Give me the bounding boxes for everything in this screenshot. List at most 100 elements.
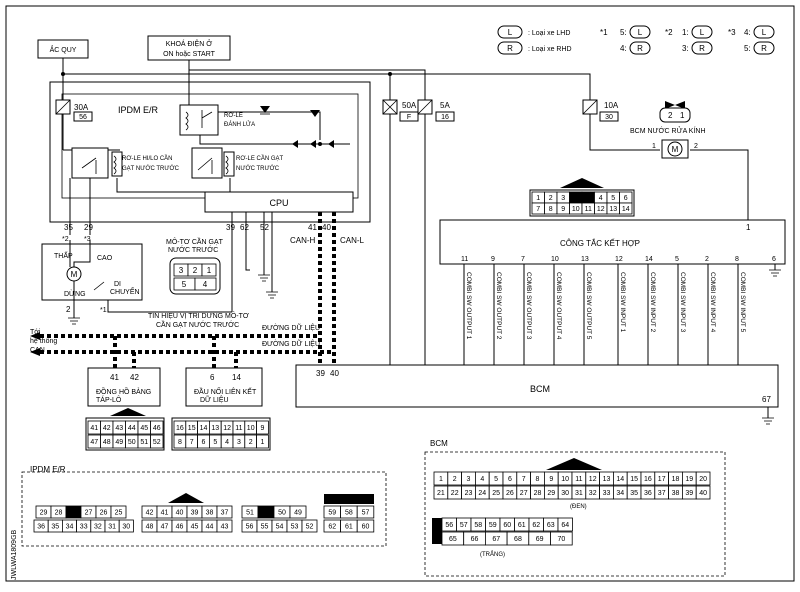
connector-pin-number: 60 (362, 524, 370, 531)
connector-pin-number: 48 (146, 524, 154, 531)
ipdm-connectors-frame (21, 471, 387, 547)
connector-pin-number: 57 (460, 522, 468, 529)
connector-pin-number: 8 (549, 206, 553, 213)
motor-switch-icon (93, 281, 105, 291)
connector-pin-number: 11 (235, 425, 242, 432)
connector-pin-number: 13 (603, 476, 611, 483)
combination-meter-box (87, 367, 161, 407)
connector-pin-number: 25 (492, 490, 500, 497)
connector-pin-number: 17 (658, 476, 666, 483)
conn-cell (194, 277, 217, 291)
connector-key-icon (110, 408, 146, 416)
ipdm-connectors-title: IPDM E/R (30, 465, 66, 474)
connector-pin-number: 58 (345, 510, 353, 517)
combi-signal-label: COMBI SW INPUT 4 (709, 272, 716, 333)
wiper-relay-coil (223, 151, 235, 177)
connector-pin-number: 6 (202, 439, 206, 446)
connector-pin-number: 13 (211, 425, 219, 432)
connector-pin-number: 42 (103, 425, 111, 432)
fuse-mark (55, 99, 71, 115)
diode-icon (310, 110, 320, 117)
combi-top-pin: 9 (491, 256, 495, 263)
fuse-5a-num: 16 (441, 114, 449, 121)
legend-pin: 3: (682, 44, 689, 53)
combi-signal-label: COMBI SW OUTPUT 3 (525, 272, 532, 340)
fuse-10a-num: 30 (605, 114, 613, 121)
bcm-pin-39: 39 (316, 369, 325, 378)
motor-thap: THẤP (54, 250, 73, 260)
connector-pin-number: 56 (246, 524, 254, 531)
ignition-box (147, 35, 231, 61)
connector-cell (256, 420, 269, 435)
ignition-relay-label-1: RƠ-LE (224, 113, 243, 119)
combi-signal-label: COMBI SW INPUT 2 (649, 272, 656, 333)
hilo-relay-label-1: RƠ-LE HI/LO CẦN (122, 155, 173, 162)
motor-conn-label-1: MÔ-TƠ CẦN GẠT (166, 236, 224, 246)
hilo-relay-label-2: GẠT NƯỚC TRƯỚC (122, 165, 180, 172)
washer-conn-pin: 2 (668, 111, 673, 120)
connector-cell (695, 485, 711, 500)
legend-badge (691, 25, 713, 39)
wire (116, 178, 205, 193)
star-2: *2 (62, 236, 69, 243)
connector-pin-number: 7 (190, 439, 194, 446)
ground-icon (762, 417, 774, 425)
connector-pin-number: 59 (489, 522, 497, 529)
connector-pin-number: 4 (599, 195, 603, 202)
connector-pin-number: 69 (536, 536, 544, 543)
connector-cell (695, 471, 711, 486)
motor-dung: DỪNG (64, 289, 86, 298)
connector-pin-number: 38 (672, 490, 680, 497)
motor-star-1: *1 (100, 307, 107, 314)
bcm-connectors-title: BCM (430, 439, 448, 448)
motor-di-2: CHUYỂN (110, 287, 140, 296)
connector-key-icon (324, 494, 374, 504)
hilo-relay-switch (71, 147, 109, 179)
connector-pin-number: 55 (261, 524, 269, 531)
connector-pin-number: 15 (188, 425, 196, 432)
wiper-switch-icon (197, 157, 213, 174)
junction (318, 142, 322, 146)
wire (199, 135, 350, 145)
connector-pin-number: 33 (80, 524, 88, 531)
connector-pin-number: 2 (249, 439, 253, 446)
combination-switch-box (439, 219, 786, 265)
legend-badge-text: L (762, 28, 767, 37)
combi-pin-1: 1 (746, 223, 751, 232)
conn-pin: 1 (207, 266, 212, 275)
washer-pin-1: 1 (652, 143, 656, 150)
legend-badge-text: L (508, 28, 513, 37)
fuse-mark (582, 99, 598, 115)
wire (589, 114, 660, 151)
connector-pin-number: 31 (108, 524, 116, 531)
connector-pin-number: 2 (549, 195, 553, 202)
wiper-relay-label-1: RƠ-LE CẦN GẠT (236, 155, 283, 162)
fuse-10a-num-box (599, 111, 619, 122)
connector-pin-number: 45 (191, 524, 199, 531)
combi-top-pin: 10 (551, 256, 559, 263)
meter-pin: 42 (130, 373, 139, 382)
ipdm-label: IPDM E/R (118, 105, 159, 115)
connector-pin-number: 29 (547, 490, 555, 497)
connector-pin-number: 9 (561, 206, 565, 213)
connector-cell (581, 191, 595, 204)
connector-pin-number: 27 (85, 510, 93, 517)
battery-main-line (62, 58, 591, 100)
wire (218, 111, 321, 140)
connector-pin-number: 10 (572, 206, 580, 213)
wire (69, 240, 91, 267)
connector-pin-number: 62 (532, 522, 540, 529)
connector-pin-number: 8 (536, 476, 540, 483)
connector-cell (216, 519, 233, 533)
connector-pin-number: 56 (445, 522, 453, 529)
ground-icon (769, 269, 781, 277)
connector-pin-number: 34 (616, 490, 624, 497)
data-line-label-2: ĐƯỜNG DỮ LIỆU (262, 339, 320, 348)
pin-39: 39 (226, 223, 235, 232)
legend-badge (691, 41, 713, 55)
connector-pin-number: 64 (561, 522, 569, 529)
ignition-label-2: ON hoặc START (163, 51, 216, 58)
ignition-relay-box (179, 104, 219, 136)
connector-cell (550, 531, 573, 546)
